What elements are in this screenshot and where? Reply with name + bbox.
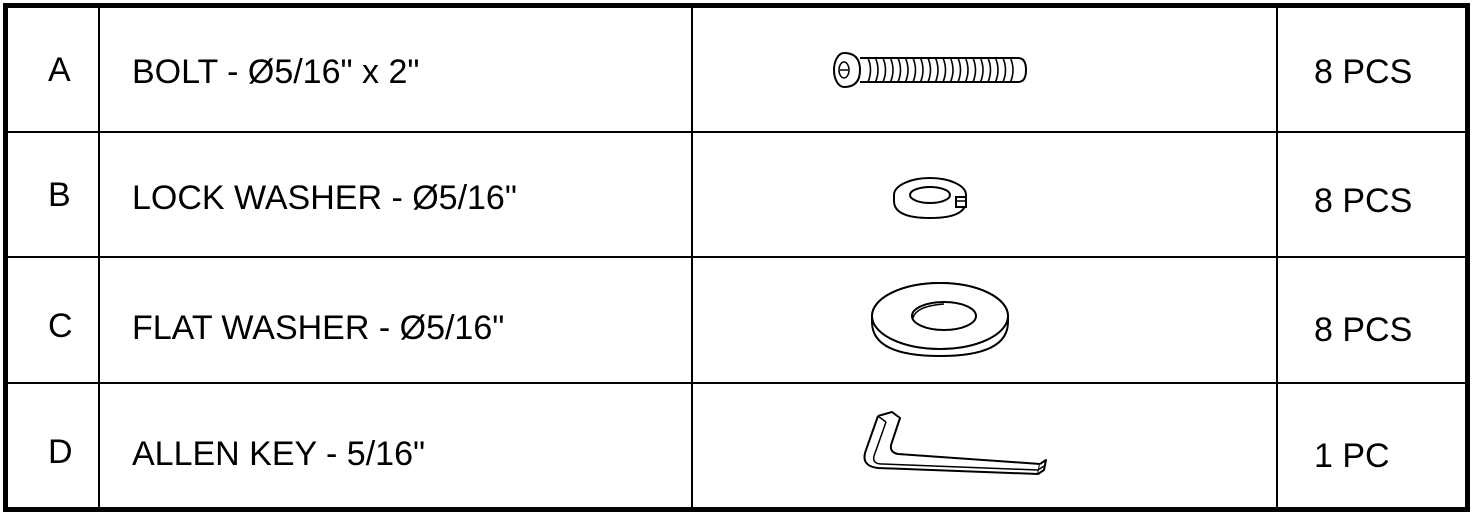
row-divider [8, 382, 1465, 384]
part-description: ALLEN KEY - 5/16" [132, 435, 426, 473]
part-quantity: 8 PCS [1314, 182, 1413, 220]
row-divider [8, 131, 1465, 133]
column-divider [98, 8, 100, 507]
column-divider [691, 8, 693, 507]
allen-key-icon [852, 408, 1052, 488]
bolt-icon [830, 50, 1030, 90]
part-letter: D [48, 433, 73, 471]
part-description: LOCK WASHER - Ø5/16" [132, 179, 517, 217]
part-letter: A [48, 51, 71, 89]
part-letter: B [48, 176, 71, 214]
row-divider [8, 256, 1465, 258]
part-quantity: 1 PC [1314, 437, 1390, 475]
part-letter: C [48, 307, 73, 345]
flat-washer-icon [866, 278, 1016, 362]
part-quantity: 8 PCS [1314, 311, 1413, 349]
part-description: FLAT WASHER - Ø5/16" [132, 309, 505, 347]
part-description: BOLT - Ø5/16" x 2" [132, 53, 420, 91]
lock-washer-icon [888, 173, 978, 223]
column-divider [1276, 8, 1278, 507]
part-quantity: 8 PCS [1314, 53, 1413, 91]
hardware-table: A BOLT - Ø5/16" x 2" 8 PCS B LOCK WASHER… [3, 3, 1470, 512]
